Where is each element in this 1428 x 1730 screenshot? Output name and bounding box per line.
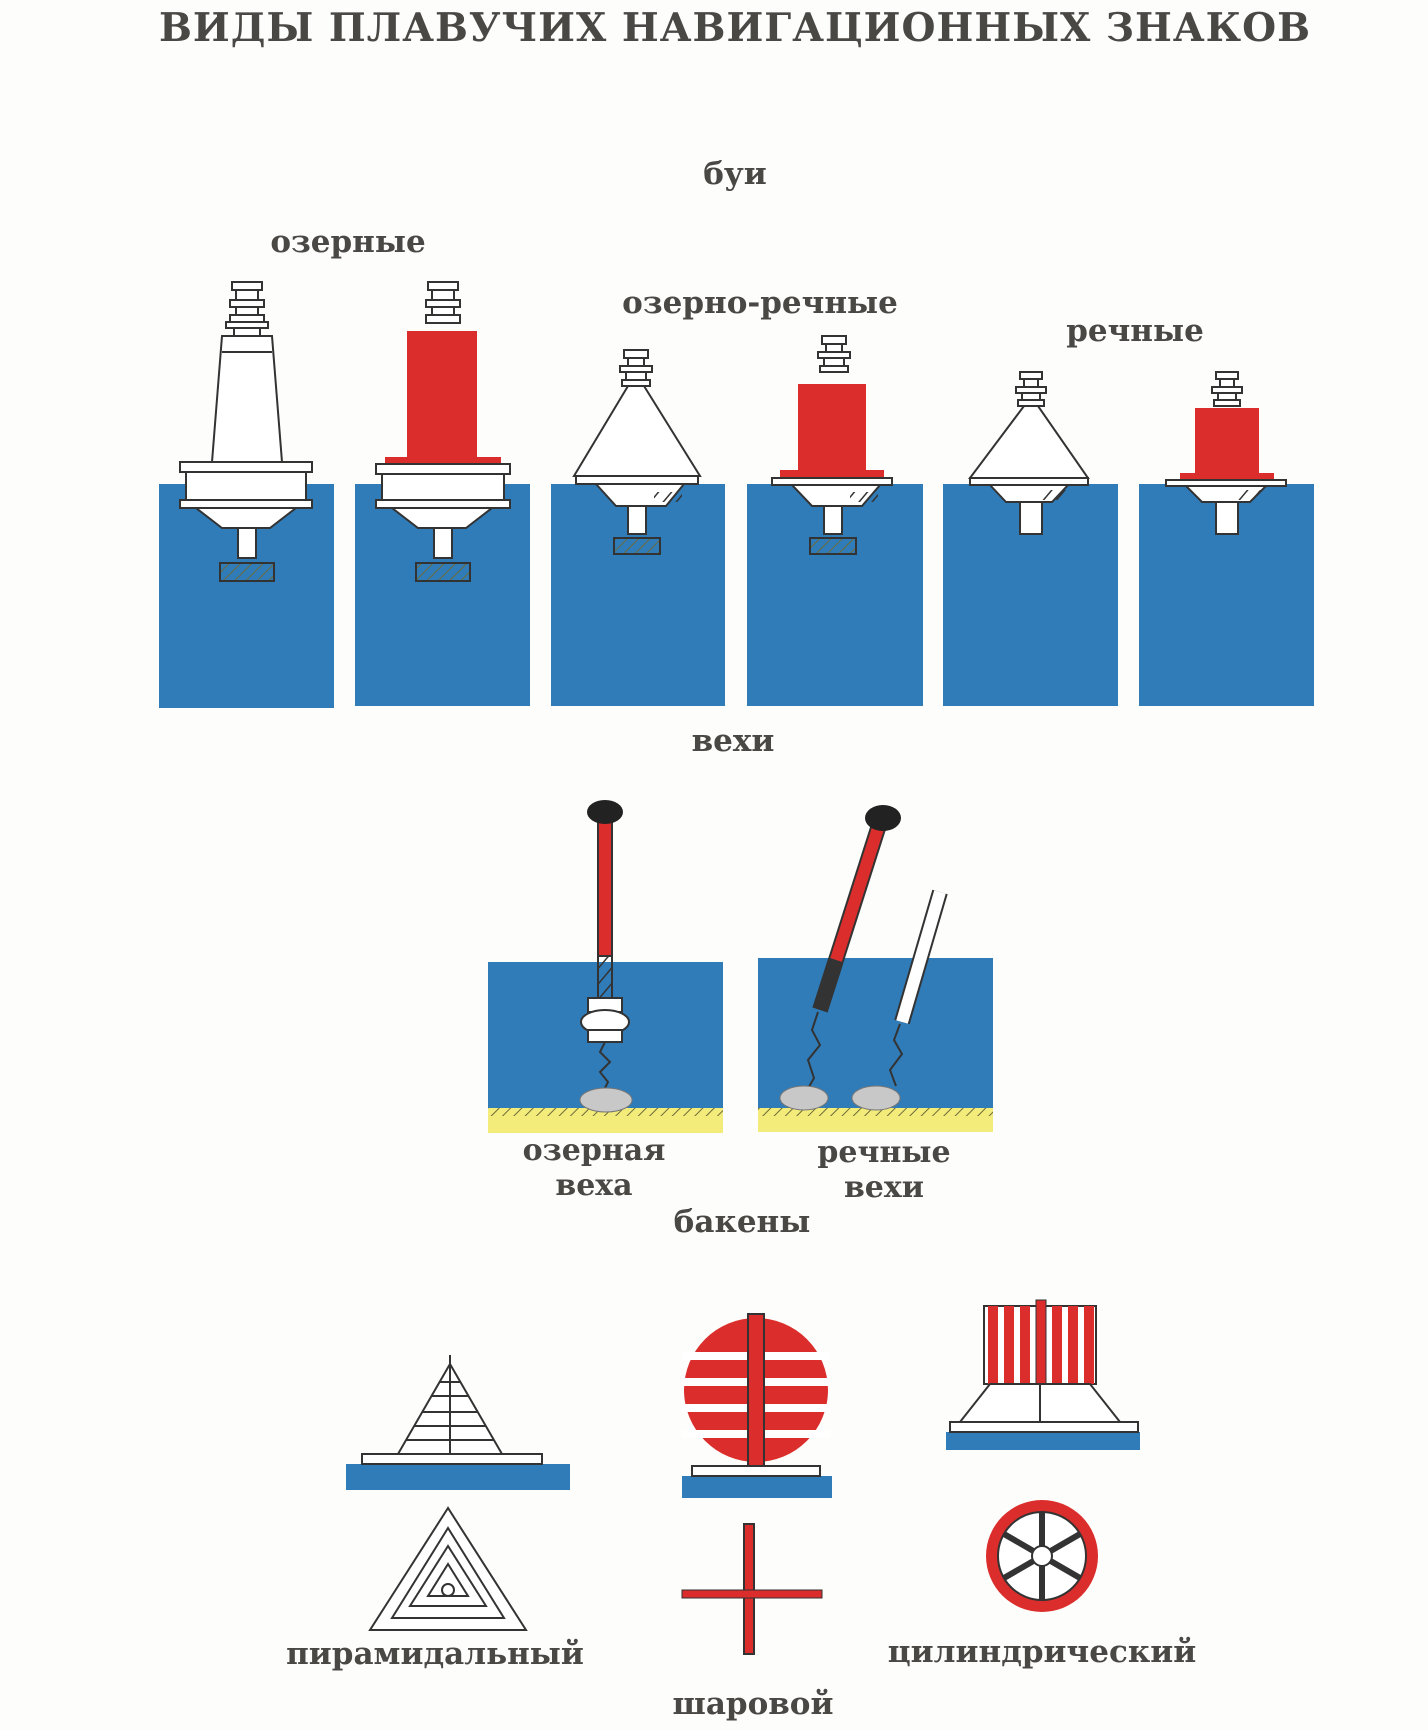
beacons-heading: бакены <box>673 1204 811 1240</box>
spherical-beacon <box>681 1313 832 1655</box>
cylindrical-beacon-label: цилиндрический <box>887 1634 1197 1670</box>
river-spars <box>758 805 993 1132</box>
river-spars-label-line1: речные <box>817 1135 951 1170</box>
lake-river-buoy-red <box>771 335 893 555</box>
river-buoys-label: речные <box>1066 313 1204 349</box>
buoy-water-panels <box>159 484 1314 708</box>
cylindrical-beacon <box>946 1299 1140 1612</box>
river-buoy-red <box>1165 371 1287 535</box>
lake-river-buoy-white <box>572 349 702 555</box>
pyramidal-beacon <box>346 1355 570 1631</box>
page-title: ВИДЫ ПЛАВУЧИХ НАВИГАЦИОННЫХ ЗНАКОВ <box>158 5 1312 51</box>
lake-buoy-red <box>375 281 511 582</box>
river-spars-label-line2: вехи <box>843 1170 925 1205</box>
spars-heading: вехи <box>691 723 775 759</box>
lake-spar <box>488 800 723 1133</box>
lake-river-buoys-label: озерно-речные <box>622 285 898 321</box>
lake-buoy-white <box>179 281 313 582</box>
river-buoy-white <box>968 371 1090 535</box>
lake-spar-label-line1: озерная <box>522 1133 666 1168</box>
buoys-heading: буи <box>703 156 767 192</box>
lake-spar-label-line2: веха <box>555 1168 633 1203</box>
pyramidal-beacon-label: пирамидальный <box>286 1636 584 1672</box>
river-spars-water <box>758 958 993 1108</box>
spherical-beacon-label: шаровой <box>672 1686 834 1722</box>
lake-buoys-label: озерные <box>270 224 426 260</box>
